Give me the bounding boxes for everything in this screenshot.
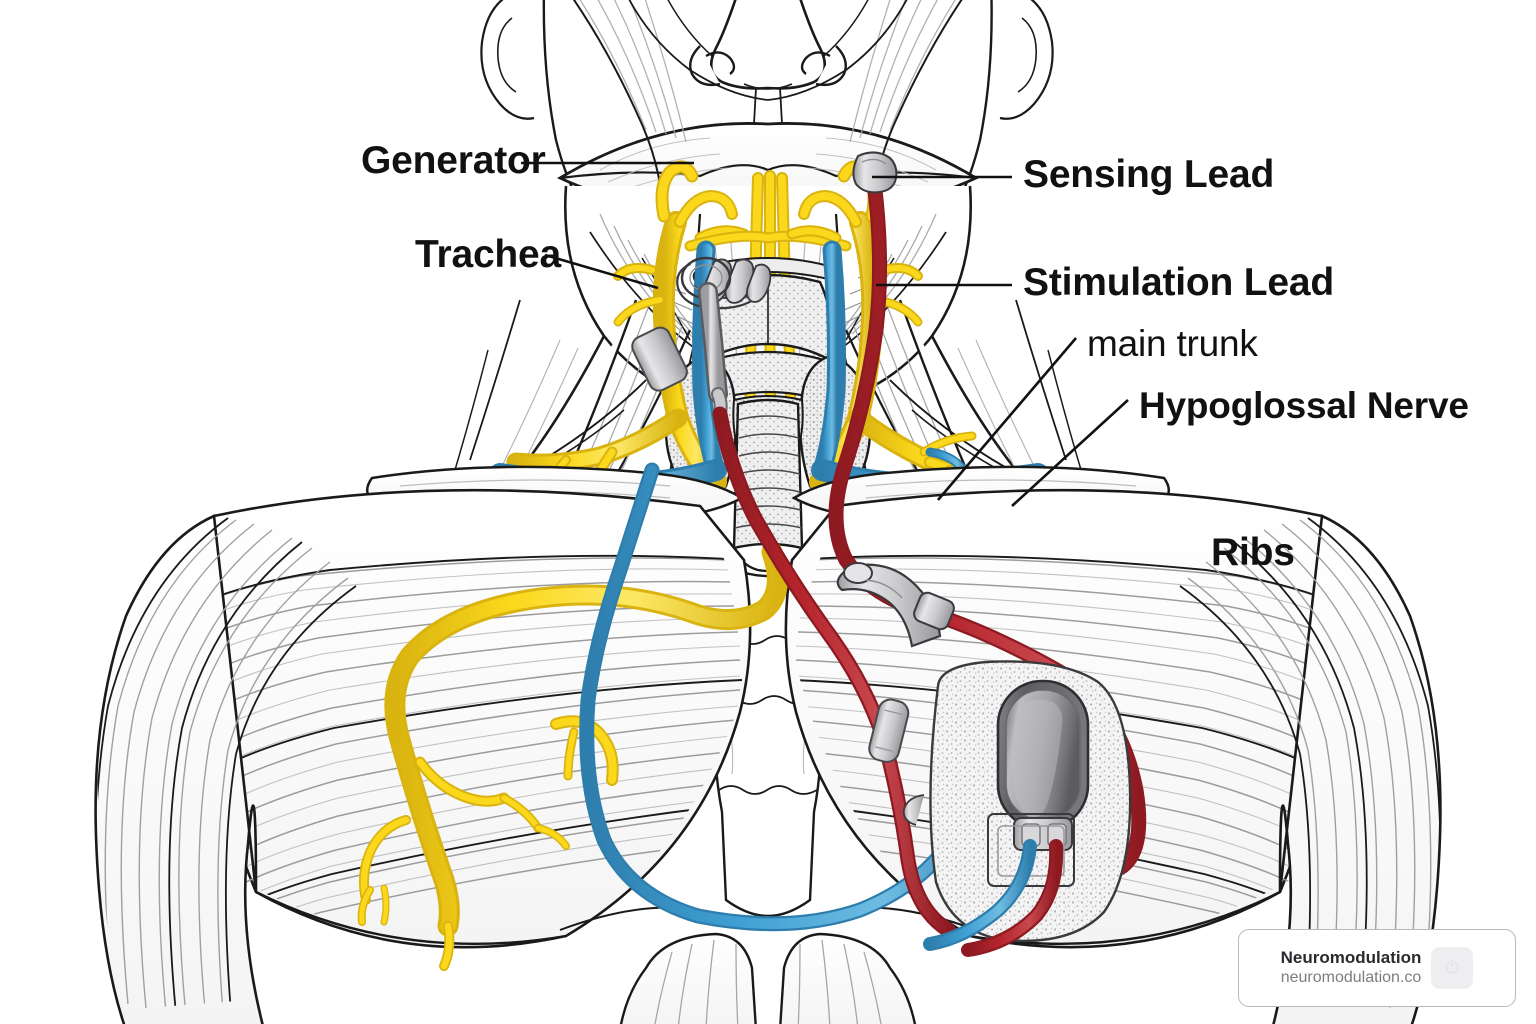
label-trachea: Trachea — [415, 233, 562, 276]
watermark-card[interactable]: Neuromodulation neuromodulation.co ⏻ — [1238, 929, 1516, 1007]
watermark-title: Neuromodulation — [1280, 947, 1422, 967]
label-sensing-lead: Sensing Lead — [1023, 153, 1275, 196]
watermark-url: neuromodulation.co — [1280, 969, 1422, 987]
leader-hypoglossal — [1011, 399, 1129, 507]
label-stimulation-lead: Stimulation Lead — [1023, 261, 1334, 304]
watermark-text-group: Neuromodulation neuromodulation.co — [1281, 947, 1422, 989]
label-generator: Generator — [361, 139, 546, 182]
label-hypoglossal-nerve: Hypoglossal Nerve — [1139, 385, 1469, 426]
leader-trachea — [544, 253, 659, 290]
leader-main-trunk — [937, 337, 1077, 501]
label-main-trunk: main trunk — [1087, 323, 1258, 364]
power-icon: ⏻ — [1431, 947, 1474, 989]
label-ribs: Ribs — [1211, 531, 1295, 574]
